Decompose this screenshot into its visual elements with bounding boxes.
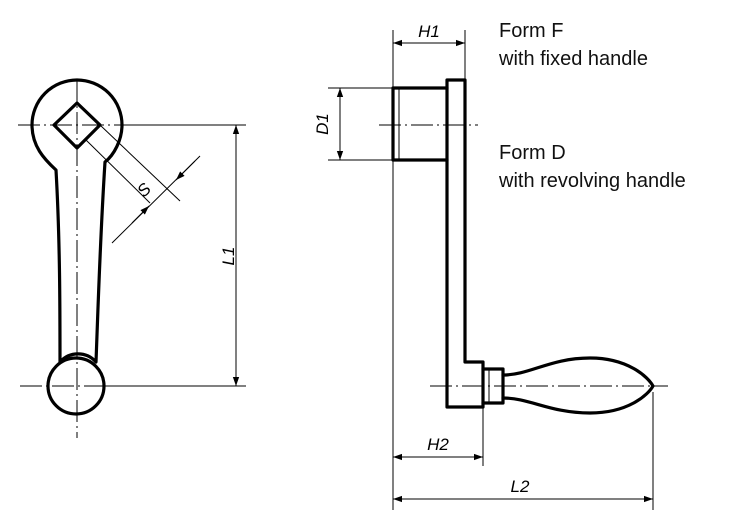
- front-view: S L1: [18, 78, 246, 438]
- s-extension-line-lower: [85, 139, 151, 204]
- form-d-title: Form D: [499, 142, 566, 164]
- form-f-title: Form F: [499, 20, 564, 42]
- l2-label: L2: [511, 477, 530, 496]
- d1-label: D1: [313, 113, 332, 135]
- h1-label: H1: [418, 22, 440, 41]
- form-f-description: with fixed handle: [499, 48, 648, 70]
- l1-label: L1: [219, 247, 238, 266]
- s-arrow-upper: [175, 160, 196, 181]
- h2-label: H2: [427, 435, 449, 454]
- side-view: H1 D1 H2 L2: [313, 22, 668, 510]
- crank-arm-side: [445, 78, 485, 409]
- form-f-note: Form F with fixed handle: [499, 17, 648, 73]
- form-d-description: with revolving handle: [499, 170, 686, 192]
- s-label: S: [133, 179, 155, 201]
- form-d-note: Form D with revolving handle: [499, 139, 686, 195]
- s-arrow-lower: [131, 205, 150, 224]
- handle-grip: [501, 356, 655, 415]
- hub-outline: [391, 86, 449, 162]
- crank-arm-outline: [30, 78, 124, 364]
